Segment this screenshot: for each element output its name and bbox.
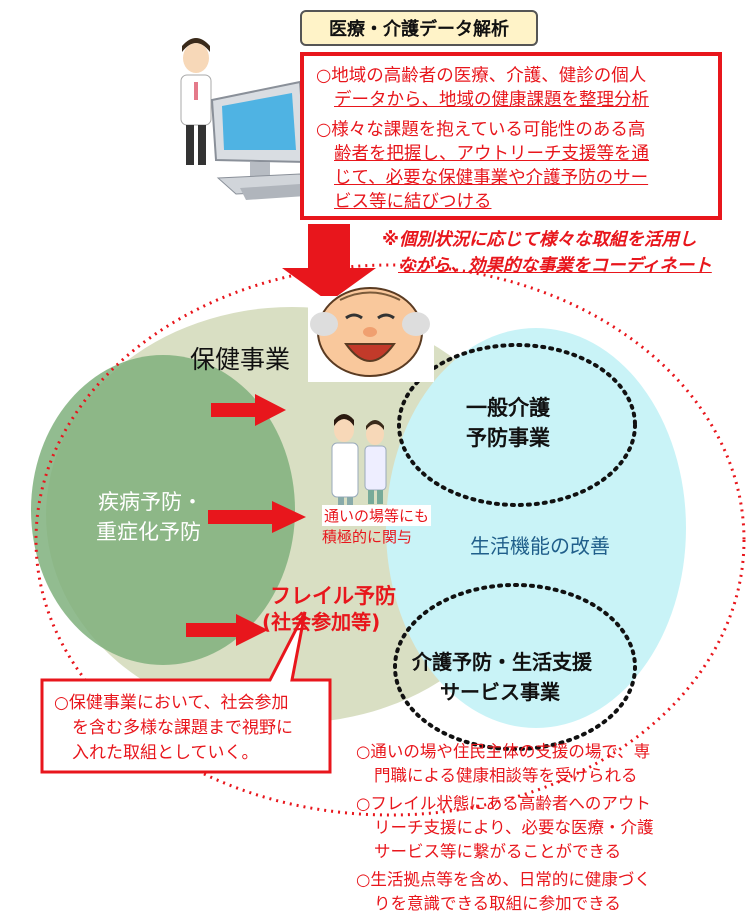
- seikatsu-kinou-label: 生活機能の改善: [470, 534, 610, 558]
- analysis-item-2-line-1: ○様々な課題を抱えている可能性のある高: [316, 120, 646, 140]
- benefit-line-7: りを意識できる取組に参加できる: [374, 894, 621, 913]
- benefit-line-1: ○通いの場や住民主体の支援の場で、専: [356, 742, 651, 761]
- coordination-note-line-2: ながら、効果的な事業をコーディネート: [398, 256, 712, 276]
- analysis-item-1-line-1: ○地域の高齢者の医療、介護、健診の個人: [316, 66, 647, 86]
- benefit-line-5: サービス等に繋がることができる: [374, 842, 622, 861]
- right-arrow-icon: [208, 501, 306, 533]
- analysis-item-2-line-4: ビス等に結びつける: [334, 192, 492, 212]
- ippan-kaigo-label-line-2: 予防事業: [466, 426, 550, 450]
- frail-yobo-label-line-1: フレイル予防: [270, 584, 396, 608]
- benefit-line-4: リーチ支援により、必要な医療・介護: [374, 818, 654, 837]
- analysis-item-2-line-3: じて、必要な保健事業や介護予防のサー: [334, 168, 649, 188]
- ippan-kaigo-circle: [397, 343, 637, 507]
- coordination-note-line-1: ※個別状況に応じて様々な取組を活用し: [382, 230, 697, 250]
- callout-box-shape: [40, 611, 332, 774]
- red-dotted-outline: [34, 263, 746, 817]
- benefit-line-3: ○フレイル状態にある高齢者へのアウト: [356, 794, 651, 813]
- benefit-line-2: 門職による健康相談等を受けられる: [374, 766, 638, 785]
- kayoi-no-ba-label-line-2: 積極的に関与: [322, 528, 413, 546]
- callout-line-1: ○保健事業において、社会参加: [54, 693, 289, 713]
- benefit-line-6: ○生活拠点等を含め、日常的に健康づく: [356, 870, 651, 889]
- kaigo-yobo-label-line-1: 介護予防・生活支援: [412, 650, 592, 674]
- analysis-item-1-line-2: データから、地域の健康課題を整理分析: [334, 90, 649, 110]
- frail-yobo-label-line-2: (社会参加等): [262, 610, 381, 634]
- shippei-yobo-label-line-1: 疾病予防・: [98, 490, 203, 514]
- callout-line-3: 入れた取組としていく。: [72, 743, 259, 763]
- ippan-kaigo-label-line-1: 一般介護: [466, 396, 550, 420]
- analysis-item-2-line-2: 齢者を把握し、アウトリーチ支援等を通: [334, 144, 649, 164]
- shippei-yobo-label-line-2: 重症化予防: [96, 520, 201, 544]
- analysis-title: 医療・介護データ解析: [300, 10, 538, 46]
- kaigo-yobo-label-line-2: サービス事業: [440, 680, 560, 704]
- down-arrow-icon: [282, 224, 376, 302]
- elderly-man-face-icon: [308, 287, 434, 382]
- kaigo-yobo-circle: [393, 583, 637, 751]
- seikatsu-ellipse: [386, 328, 686, 728]
- callout-line-2: を含む多様な課題まで視野に: [72, 718, 293, 738]
- right-arrow-icon: [186, 614, 268, 646]
- shippei-ellipse: [31, 355, 295, 665]
- right-arrow-icon: [211, 394, 286, 426]
- hoken-jigyou-label: 保健事業: [190, 345, 291, 374]
- analysis-box: ○地域の高齢者の医療、介護、健診の個人 データから、地域の健康課題を整理分析 ○…: [300, 52, 722, 220]
- kayoi-no-ba-label-line-1: 通いの場等にも: [322, 505, 432, 526]
- health-professionals-icon: [331, 414, 387, 509]
- staff-at-computer-icon: [180, 38, 320, 200]
